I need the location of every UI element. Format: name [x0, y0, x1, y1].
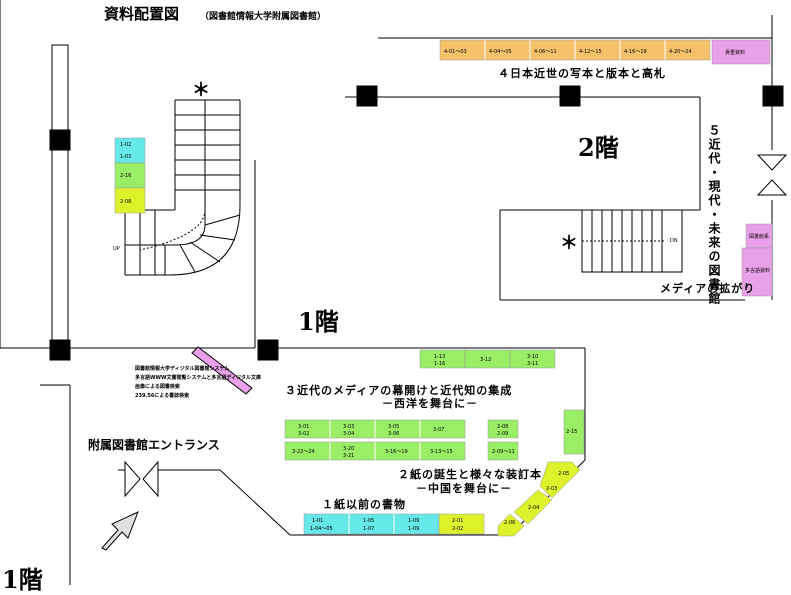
shelf-label: 3-03	[343, 424, 354, 430]
section-2-label: ２紙の誕生と様々な装訂本	[398, 468, 542, 481]
shelf-label: 4-01～03	[444, 49, 467, 55]
info-note: 画像による図書検索	[135, 384, 180, 390]
shelf-label: 3-13～15	[430, 449, 453, 455]
shelf-label: 2-02	[452, 526, 463, 532]
pillar	[356, 85, 378, 107]
shelf-group-section-5: 図書館系 多言語資料	[741, 223, 773, 297]
pillar	[559, 85, 581, 107]
info-note: 図書館情報大学ディジタル図書館システム	[135, 366, 230, 372]
shelf-label: 1-03	[120, 154, 131, 160]
section-1-label: １紙以前の書物	[322, 498, 406, 511]
stair-marker-2f: ＊	[560, 233, 578, 254]
shelf-group-diagonal: 2-05 2-03 2-04 2-06	[497, 461, 581, 537]
stair-marker-upper: ＊	[192, 80, 210, 101]
wall	[219, 469, 291, 536]
shelf-label: 2-01	[452, 518, 463, 524]
shelf-group-section-4: 4-01～03 4-04～05 4-06～11 4-12～15 4-16～19 …	[439, 39, 771, 65]
door	[756, 179, 788, 196]
pillar	[49, 339, 71, 361]
floor-label-2f: 2階	[578, 133, 619, 162]
shelf-label: 3-01	[298, 424, 309, 430]
shelf-label: 1-09	[408, 518, 419, 524]
shelf-label: 図書館系	[749, 233, 769, 240]
shelf-label: 2-05	[558, 471, 569, 477]
shelf-label: 2-08	[497, 424, 508, 430]
shelf-label: 1-01	[312, 518, 323, 524]
entrance-door	[142, 460, 159, 498]
shelf-label: 2-09～11	[492, 449, 515, 455]
shelf-label: 1-07	[363, 526, 374, 532]
pillar	[49, 129, 71, 151]
stair-down-label: DN	[670, 238, 678, 244]
shelf-label: 4-16～19	[624, 49, 647, 55]
entrance-arrow	[101, 511, 139, 551]
shelf-label: 3-07	[433, 427, 444, 433]
shelf-label: 1-05	[363, 518, 374, 524]
shelf-label: 2-09	[497, 431, 508, 437]
page-title: 資料配置図	[104, 5, 180, 23]
shelf-label: 1-16	[434, 361, 445, 367]
shelf-label: 1-04～05	[310, 526, 333, 532]
shelf-label: 1-09	[408, 526, 419, 532]
shelf-label: 4-04～05	[489, 49, 512, 55]
shelf-label: 3-21	[343, 453, 354, 459]
section-3-sublabel: －西洋を舞台に－	[382, 397, 478, 410]
shelf-label: 3-16～19	[385, 449, 408, 455]
section-2-sublabel: －中国を舞台に－	[416, 482, 512, 495]
pillar	[762, 85, 784, 107]
pillar	[257, 339, 279, 361]
entrance-label: 附属図書館エントランス	[88, 438, 220, 452]
shelf-label: 貴重資料	[725, 49, 745, 56]
stair-up-label: UP	[113, 246, 120, 252]
floor-label-1f-corner: 1階	[2, 565, 43, 594]
page-subtitle: （図書館情報大学附属図書館）	[200, 12, 327, 22]
section-5-tail-label: メディアの拡がり	[660, 282, 756, 295]
shelf-label: 1-02	[120, 142, 131, 148]
stair-upper-left	[124, 99, 241, 276]
pillar-column	[51, 44, 69, 353]
shelf-label: 3-22～24	[292, 449, 315, 455]
shelf-label: 4-20～24	[669, 49, 692, 55]
info-note: 多言語WWW文書閲覧システムと多言語ディジタル文庫	[135, 375, 261, 381]
section-3-label: ３近代のメディアの幕開けと近代知の集成	[285, 384, 513, 397]
stair-second-floor	[581, 209, 683, 273]
shelf-group-middle-1f: 3-01 3-02 3-03 3-04 3-05 3-06 3-07 3-22～…	[284, 409, 585, 461]
info-note: 239.56による書誌検索	[135, 393, 190, 399]
shelf-label: 1-13	[434, 354, 445, 360]
floor-label-1f-main: 1階	[298, 307, 339, 336]
section-4-label: ４日本近世の写本と版本と高札	[498, 67, 666, 80]
section-5-label: ５近代・現代・未来の図書館	[707, 124, 721, 306]
shelf-label: 3-11	[527, 361, 538, 367]
shelf-label: 4-06～11	[534, 49, 557, 55]
shelf-group-left: 1-02 1-03 2-16 2-08	[114, 137, 146, 214]
shelf-label: 2-16	[120, 173, 131, 179]
shelf-label: 3-12	[480, 357, 491, 363]
info-terminal-bar	[191, 346, 253, 395]
shelf-label: 3-04	[343, 431, 354, 437]
shelf-label: 2-03	[546, 486, 557, 492]
shelf-label: 2-15	[566, 429, 577, 435]
shelf-label: 3-20	[343, 446, 354, 452]
shelf-label: 2-06	[504, 520, 515, 526]
shelf-label: 多言語資料	[745, 267, 770, 274]
shelf-label: 3-10	[527, 354, 538, 360]
shelf-label: 4-12～15	[579, 49, 602, 55]
shelf-label: 3-06	[388, 431, 399, 437]
shelf-label: 2-04	[528, 505, 539, 511]
shelf-label: 2-08	[120, 199, 131, 205]
shelf-group-bottom: 1-01 1-04～05 1-05 1-07 1-09 1-09 2-01 2-…	[303, 513, 485, 535]
entrance-door	[124, 460, 141, 498]
shelf-label: 3-02	[298, 431, 309, 437]
door	[756, 154, 788, 171]
shelf-group-top-1f: 1-13 1-16 3-12 3-10 3-11	[419, 349, 556, 369]
shelf-label: 3-05	[388, 424, 399, 430]
